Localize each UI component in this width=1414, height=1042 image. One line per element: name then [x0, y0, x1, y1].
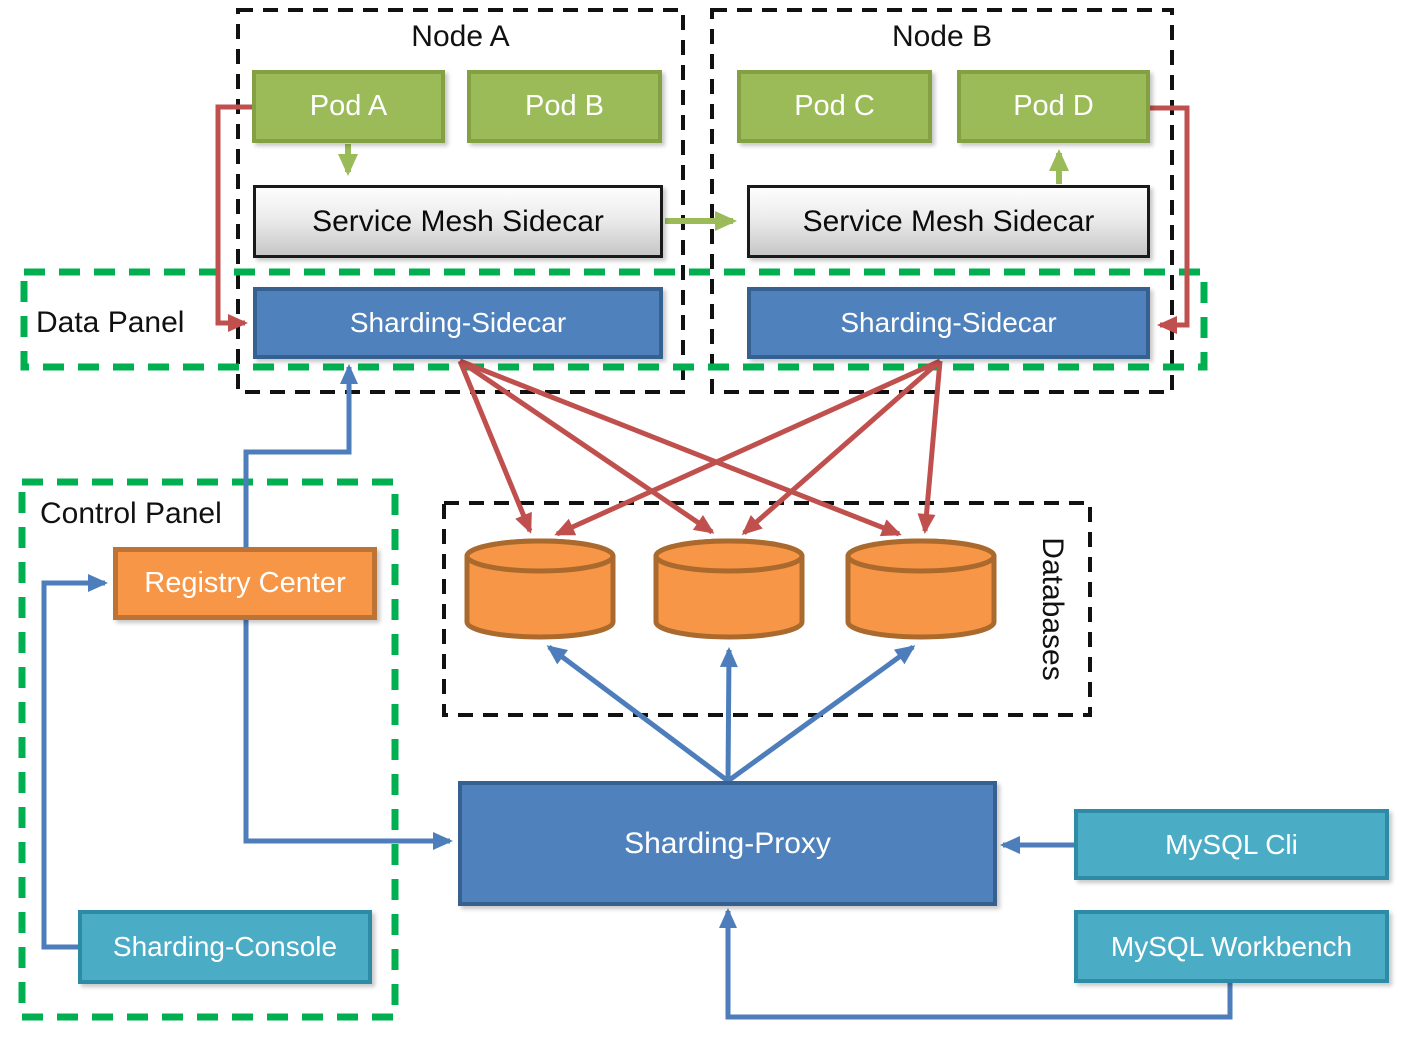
pod-c-box: Pod C [737, 70, 932, 143]
arrow-sidecar-b-to-db2 [741, 359, 942, 535]
control-panel-frame [18, 478, 399, 1021]
sharding-proxy-label: Sharding-Proxy [624, 826, 831, 860]
pod-d-box: Pod D [957, 70, 1150, 143]
sharding-proxy-box: Sharding-Proxy [458, 781, 997, 906]
arrow-registry-to-proxy [243, 618, 453, 850]
arrow-workbench-to-proxy [719, 908, 1233, 1020]
pod-b-label: Pod B [525, 90, 604, 123]
arrow-proxy-to-db1 [546, 644, 730, 784]
pod-a-box: Pod A [252, 70, 445, 143]
node-b-title: Node B [891, 20, 993, 53]
pod-b-box: Pod B [467, 70, 662, 143]
sharding-console-label: Sharding-Console [112, 931, 338, 963]
databases-label: Databases [1036, 537, 1069, 681]
sharding-sidecar-b-label: Sharding-Sidecar [840, 307, 1057, 339]
arrow-pod-a-to-sidecar-a [215, 104, 256, 332]
mysql-workbench-box: MySQL Workbench [1074, 910, 1389, 983]
pod-d-label: Pod D [1013, 90, 1094, 123]
database-cylinder-1 [464, 538, 616, 640]
service-mesh-sidecar-b-box: Service Mesh Sidecar [747, 185, 1150, 258]
registry-center-box: Registry Center [113, 547, 377, 620]
service-mesh-sidecar-a-label: Service Mesh Sidecar [312, 204, 604, 238]
arrow-proxy-to-db3 [726, 644, 916, 784]
arrow-registry-to-sidecar-a [243, 364, 358, 549]
mysql-workbench-label: MySQL Workbench [1110, 930, 1353, 962]
data-panel-frame [20, 268, 1208, 371]
arrow-console-to-registry [41, 574, 108, 950]
sharding-console-box: Sharding-Console [78, 910, 372, 984]
database-cylinder-3 [845, 538, 997, 640]
sharding-sidecar-b-box: Sharding-Sidecar [747, 287, 1150, 359]
arrow-proxy-to-db2 [719, 647, 738, 782]
arrow-sidecar-a-to-db2 [458, 358, 715, 535]
sharding-sidecar-a-label: Sharding-Sidecar [349, 307, 567, 339]
data-panel-label: Data Panel [36, 306, 185, 339]
pod-c-label: Pod C [794, 90, 875, 123]
registry-center-label: Registry Center [144, 567, 346, 600]
mysql-cli-label: MySQL Cli [1165, 828, 1298, 860]
database-cylinder-2 [653, 538, 805, 640]
sharding-sidecar-a-box: Sharding-Sidecar [253, 287, 663, 359]
arrow-sidecar-a-to-db1 [457, 360, 533, 534]
arrow-sidecar-b-to-db3 [917, 360, 943, 534]
arrow-sidecar-a-to-db3 [459, 358, 902, 537]
node-a-frame [236, 8, 685, 394]
pod-a-label: Pod A [309, 90, 388, 123]
service-mesh-sidecar-a-box: Service Mesh Sidecar [253, 185, 663, 258]
control-panel-label: Control Panel [40, 497, 222, 530]
arrow-sidecar-b-to-db1 [554, 358, 942, 537]
node-b-frame [710, 8, 1174, 394]
arrow-pod-d-to-sidecar-b [1150, 105, 1190, 334]
mysql-cli-box: MySQL Cli [1074, 809, 1389, 880]
node-a-title: Node A [411, 20, 510, 53]
service-mesh-sidecar-b-label: Service Mesh Sidecar [802, 204, 1095, 238]
databases-frame [442, 501, 1092, 717]
